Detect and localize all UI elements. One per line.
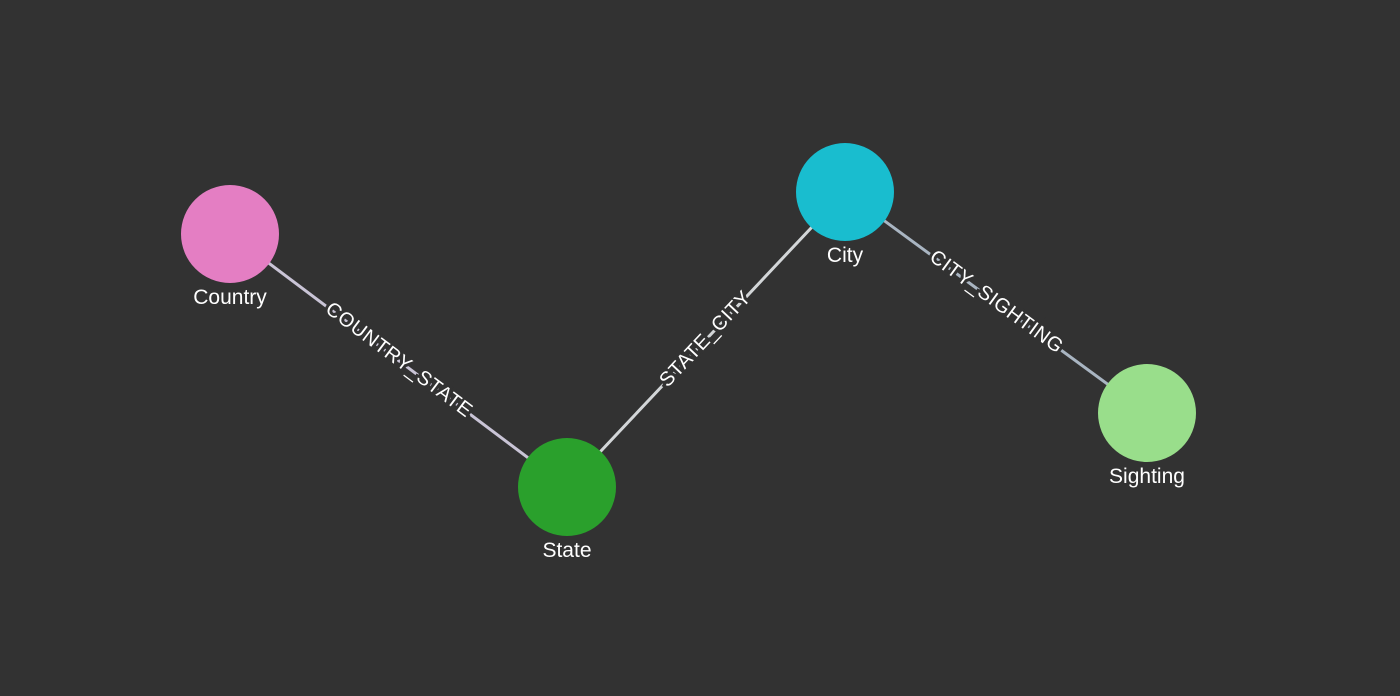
node-state[interactable]: State	[518, 438, 616, 562]
edge-label: COUNTRY_STATE	[321, 298, 476, 422]
edge-city-sighting[interactable]: CITY_SIGHTING	[843, 190, 1149, 415]
edges-layer: COUNTRY_STATE STATE_CITY CITY_SIGHTING	[228, 190, 1149, 489]
edge-state-city[interactable]: STATE_CITY	[565, 190, 847, 489]
edge-country-state[interactable]: COUNTRY_STATE	[228, 232, 569, 489]
edge-line[interactable]	[228, 232, 569, 489]
node-circle[interactable]	[796, 143, 894, 241]
node-country[interactable]: Country	[181, 185, 279, 309]
edge-line[interactable]	[843, 190, 1149, 415]
edge-label: CITY_SIGHTING	[925, 246, 1067, 358]
node-circle[interactable]	[518, 438, 616, 536]
node-label: City	[827, 244, 864, 267]
edge-line[interactable]	[565, 190, 847, 489]
node-city[interactable]: City	[796, 143, 894, 267]
node-label: Country	[193, 286, 267, 309]
node-label: Sighting	[1109, 465, 1185, 488]
node-label: State	[542, 539, 591, 562]
node-circle[interactable]	[181, 185, 279, 283]
node-circle[interactable]	[1098, 364, 1196, 462]
edge-label: STATE_CITY	[655, 287, 755, 392]
node-sighting[interactable]: Sighting	[1098, 364, 1196, 488]
